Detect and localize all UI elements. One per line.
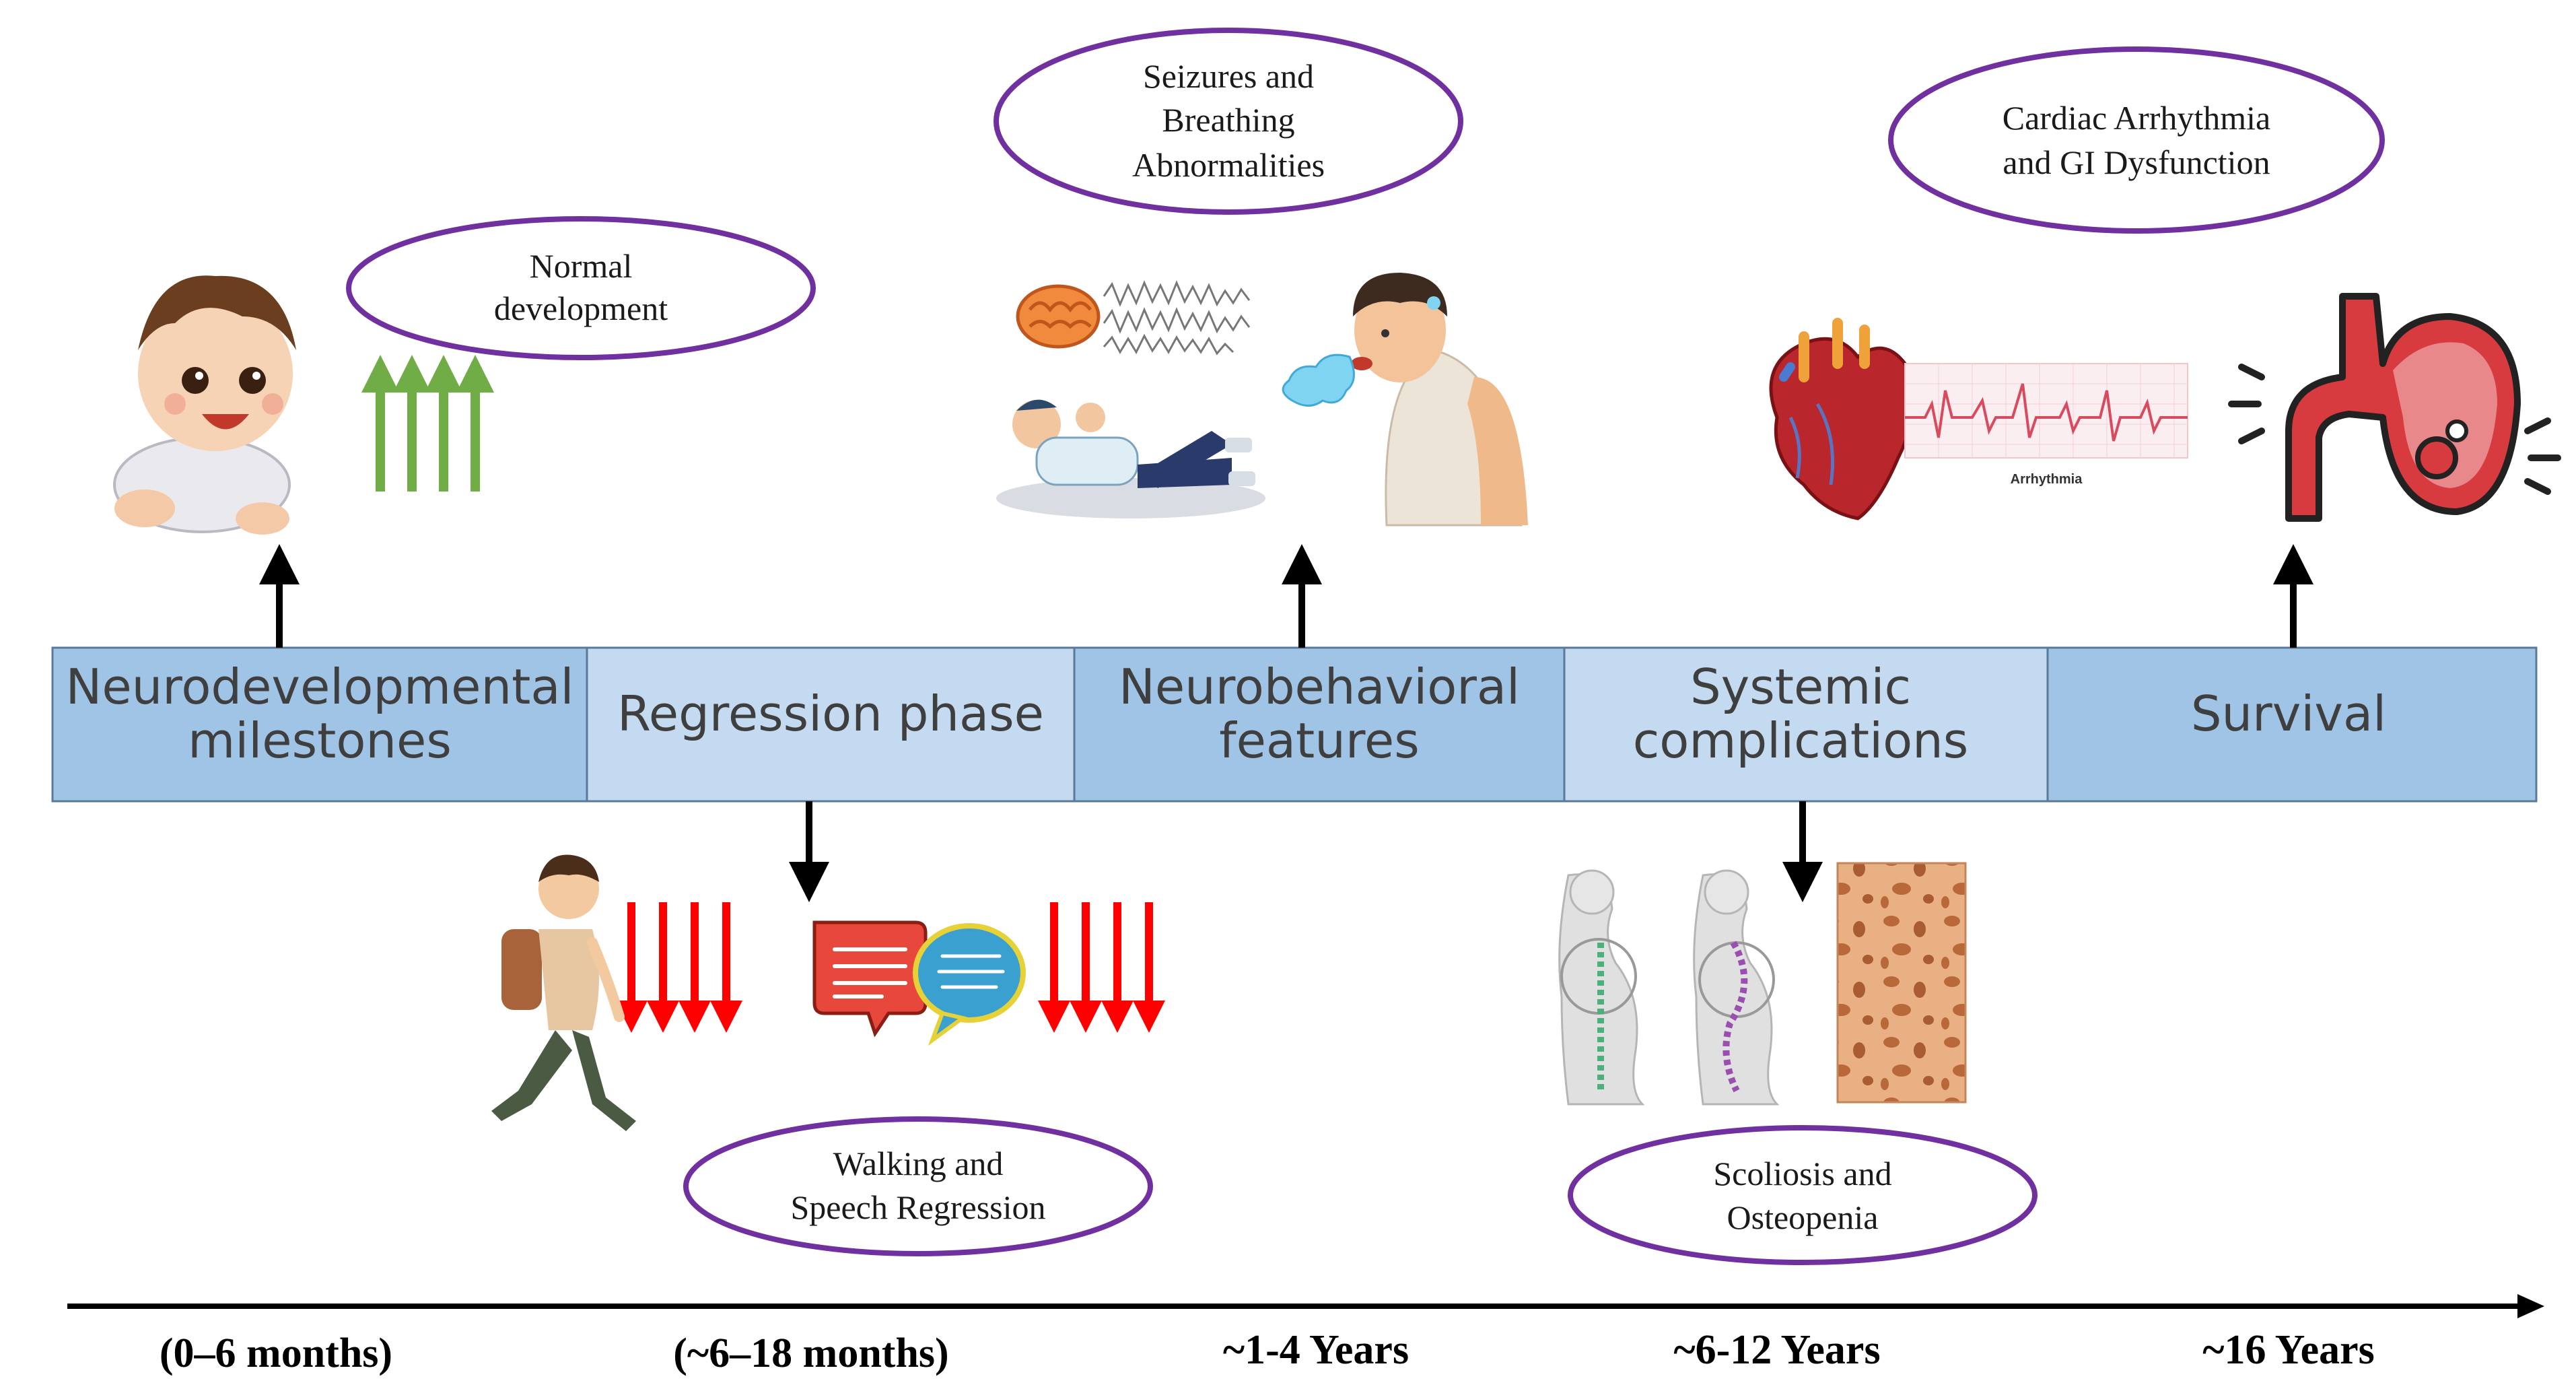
annotation-seizures-line2: Breathing	[1162, 101, 1294, 139]
annotation-cardiac-line2: and GI Dysfunction	[2003, 143, 2270, 181]
walking-boy-icon	[491, 854, 636, 1131]
phase-label-neurodevelopmental-2: milestones	[188, 712, 452, 769]
phase-label-systemic-1: Systemic	[1690, 658, 1911, 715]
annotation-cardiac-line1: Cardiac Arrhythmia	[2003, 99, 2271, 137]
baby-icon	[113, 275, 296, 535]
timeline-label-6-18-months: (~6–18 months)	[673, 1330, 948, 1376]
timeline-label-16-years: ~16 Years	[2202, 1327, 2375, 1373]
bone-texture-icon	[1836, 862, 1967, 1104]
phase-label-neurobehavioral-2: features	[1219, 712, 1419, 769]
ecg-icon: Arrhythmia	[1904, 363, 2188, 487]
phase-label-survival: Survival	[2191, 685, 2386, 742]
annotation-scoliosis-line1: Scoliosis and	[1713, 1155, 1891, 1192]
timeline-axis	[67, 1294, 2544, 1318]
timeline-label-6-12-years: ~6-12 Years	[1673, 1327, 1880, 1373]
stomach-icon	[2228, 293, 2561, 522]
seizure-waves-icon	[1103, 280, 1251, 356]
annotation-normal-line1: Normal	[530, 247, 633, 285]
annotation-seizures: Seizures and Breathing Abnormalities	[994, 28, 1463, 215]
annotation-scoliosis-line2: Osteopenia	[1727, 1198, 1879, 1236]
red-down-arrows-left-icon	[615, 902, 742, 1033]
seizure-person-icon	[996, 399, 1265, 518]
green-up-arrows-icon	[361, 355, 494, 492]
phase-box-survival	[2046, 646, 2538, 803]
timeline-label-1-4-years: ~1-4 Years	[1223, 1327, 1409, 1373]
annotation-normal-line2: development	[494, 290, 668, 327]
phase-box-neurobehavioral	[1073, 646, 1566, 803]
annotation-scoliosis: Scoliosis and Osteopenia	[1568, 1125, 2038, 1265]
phase-label-neurobehavioral-1: Neurobehavioral	[1119, 658, 1520, 715]
phase-label-regression: Regression phase	[617, 685, 1044, 742]
annotation-walking-line1: Walking and	[833, 1145, 1004, 1182]
annotation-walking-line2: Speech Regression	[790, 1188, 1045, 1226]
timeline-label-0-6-months: (0–6 months)	[160, 1330, 392, 1376]
connector-arrows	[259, 544, 2313, 902]
speech-bubbles-icon	[812, 920, 1026, 1046]
spine-icon	[1558, 869, 1780, 1106]
phase-box-systemic	[1563, 646, 2049, 803]
phase-label-systemic-2: complications	[1633, 712, 1969, 769]
brain-icon	[1016, 284, 1101, 349]
heart-icon	[1769, 318, 1916, 520]
phase-bar: Neurodevelopmental milestones Regression…	[51, 646, 2538, 803]
phase-label-neurodevelopmental-1: Neurodevelopmental	[66, 658, 574, 715]
annotation-cardiac: Cardiac Arrhythmia and GI Dysfunction	[1888, 46, 2385, 234]
phase-box-regression	[586, 646, 1076, 803]
phase-box-neurodevelopmental	[51, 646, 588, 803]
annotation-normal-development: Normal development	[346, 216, 816, 360]
annotation-seizures-line3: Abnormalities	[1132, 146, 1325, 184]
annotation-seizures-line1: Seizures and	[1143, 57, 1314, 95]
breathing-man-icon	[1282, 273, 1528, 527]
red-down-arrows-right-icon	[1038, 902, 1165, 1033]
annotation-walking-speech: Walking and Speech Regression	[683, 1116, 1153, 1256]
ecg-label: Arrhythmia	[2011, 472, 2083, 487]
